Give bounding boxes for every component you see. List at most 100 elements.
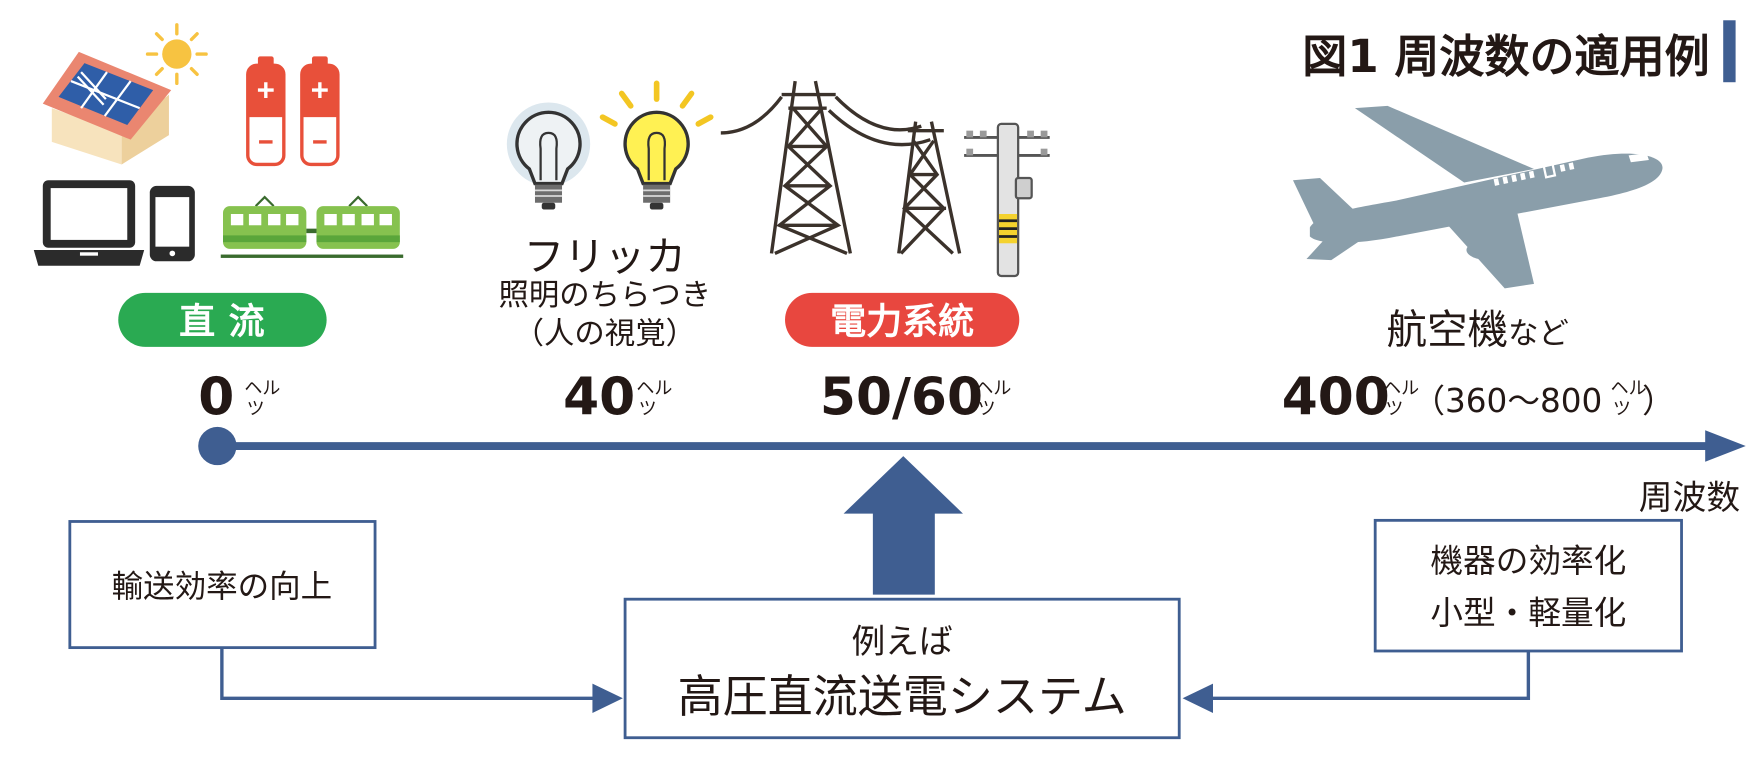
pantograph (254, 195, 368, 207)
train-stripe (223, 235, 307, 243)
light-bulb-off-icon (506, 102, 591, 210)
airplane-door (1541, 158, 1557, 179)
bulb-tip (541, 202, 556, 210)
bulb-glass (623, 110, 690, 186)
unit-hertz-top: ヘル (975, 378, 1011, 399)
airplane-engine (1432, 140, 1474, 159)
transmission-tower-icon (720, 80, 962, 255)
airplane-fuselage (1309, 153, 1663, 243)
power-grid-badge-bg (785, 292, 1020, 347)
pole-insulators (966, 130, 1048, 156)
frequency-value: 400 (1282, 367, 1390, 427)
unit-hertz-bottom: ツ (978, 398, 996, 419)
bulb-filament (539, 131, 558, 181)
power-lines (720, 95, 931, 147)
grid-frequency: 50/60 ヘル ツ (820, 367, 1011, 427)
train-window (230, 213, 244, 226)
airplane-window (1511, 174, 1518, 183)
train-window (324, 213, 337, 226)
train-window (268, 213, 281, 226)
unit-hertz-top: ヘル (244, 378, 280, 399)
airplane-stabilizer (1306, 232, 1370, 261)
power-grid-badge-label: 電力系統 (830, 301, 974, 342)
box-heading: 例えば (852, 622, 953, 661)
frequency-value: 40 (563, 367, 635, 427)
dc-badge: 直流 (118, 292, 327, 347)
light-bulb-on-icon (599, 80, 714, 210)
train-icon (220, 195, 404, 258)
tower-bracing (774, 107, 848, 255)
axis-label: 周波数 (1639, 478, 1740, 517)
airplane-icon (1292, 105, 1663, 289)
tower-legs (897, 121, 962, 254)
train-windows (230, 213, 392, 226)
house-front-wall (51, 108, 122, 165)
insulator (966, 130, 974, 138)
train-window (248, 213, 262, 226)
train-window (361, 213, 374, 226)
bulb-base-thread (643, 189, 671, 197)
box-text-line-1: 機器の効率化 (1430, 542, 1626, 580)
axis-origin-dot (198, 426, 237, 466)
frequency-range: （360〜800 (1412, 382, 1602, 420)
tower-crossarm (781, 92, 836, 110)
airplane-window (1520, 172, 1526, 181)
flicker-subcaption-2: （人の視覚） (514, 317, 696, 352)
left-connector-arrowhead (592, 683, 623, 713)
flicker-caption: フリッカ (524, 232, 686, 280)
train-rail (220, 254, 404, 258)
airplane-windows (1493, 158, 1575, 186)
airplane-window (1528, 170, 1535, 179)
battery-plus (257, 82, 274, 98)
insulator (1040, 148, 1048, 156)
laptop-base (33, 250, 145, 266)
insulator (1040, 130, 1048, 138)
sun-ray (154, 32, 164, 42)
laptop-notch (79, 252, 98, 256)
box-frame (68, 520, 377, 650)
dc-frequency: 0 ヘル ツ (198, 367, 280, 427)
panel-grid-line (76, 75, 105, 106)
train-window (379, 213, 392, 226)
insulator (966, 148, 974, 156)
title-accent-bar (1723, 20, 1736, 83)
box-text: 輸送効率の向上 (112, 569, 333, 605)
bulb-ray (618, 90, 634, 109)
unit-hertz-top: ヘル (1611, 378, 1647, 399)
smartphone-icon (149, 185, 195, 262)
phone-screen (155, 197, 190, 247)
transport-efficiency-box: 輸送効率の向上 (68, 520, 377, 650)
page-title: 図1 周波数の適用例 (1302, 30, 1709, 83)
aircraft-caption: 航空機など (1386, 306, 1568, 354)
utility-pole-icon (964, 122, 1050, 278)
sun-ray (189, 67, 199, 77)
sun-ray (154, 67, 164, 77)
device-efficiency-box: 機器の効率化 小型・軽量化 (1373, 518, 1683, 653)
aircraft-frequency: 400 ヘル ツ （360〜800 ヘル ツ ） (1282, 367, 1675, 427)
aircraft-caption-main: 航空機 (1386, 306, 1508, 354)
bulb-tip (649, 202, 664, 210)
insulator (1027, 130, 1034, 138)
axis-arrowhead (1705, 430, 1746, 462)
tower-bracing (899, 139, 954, 255)
flicker-frequency: 40 ヘル ツ (563, 367, 672, 427)
panel-grid-line (70, 80, 141, 110)
dc-badge-label: 直流 (179, 301, 278, 342)
hvdc-example-box: 例えば 高圧直流送電システム (623, 597, 1181, 740)
train-window (286, 213, 299, 226)
unit-hertz-bottom: ツ (1385, 398, 1403, 419)
bulb-base (534, 184, 563, 203)
airplane-window (1493, 178, 1500, 186)
laptop-screen (50, 188, 128, 240)
pole-shaft (996, 122, 1020, 278)
unit-hertz-top: ヘル (636, 378, 672, 399)
up-arrow (843, 456, 963, 595)
bulb-base (643, 184, 671, 203)
unit-hertz-bottom: ツ (247, 398, 265, 419)
right-connector-arrowhead (1182, 683, 1214, 713)
train-car (316, 206, 400, 249)
box-main-text: 高圧直流送電システム (678, 670, 1127, 723)
bulb-ray (679, 90, 695, 109)
box-frame (623, 597, 1181, 740)
